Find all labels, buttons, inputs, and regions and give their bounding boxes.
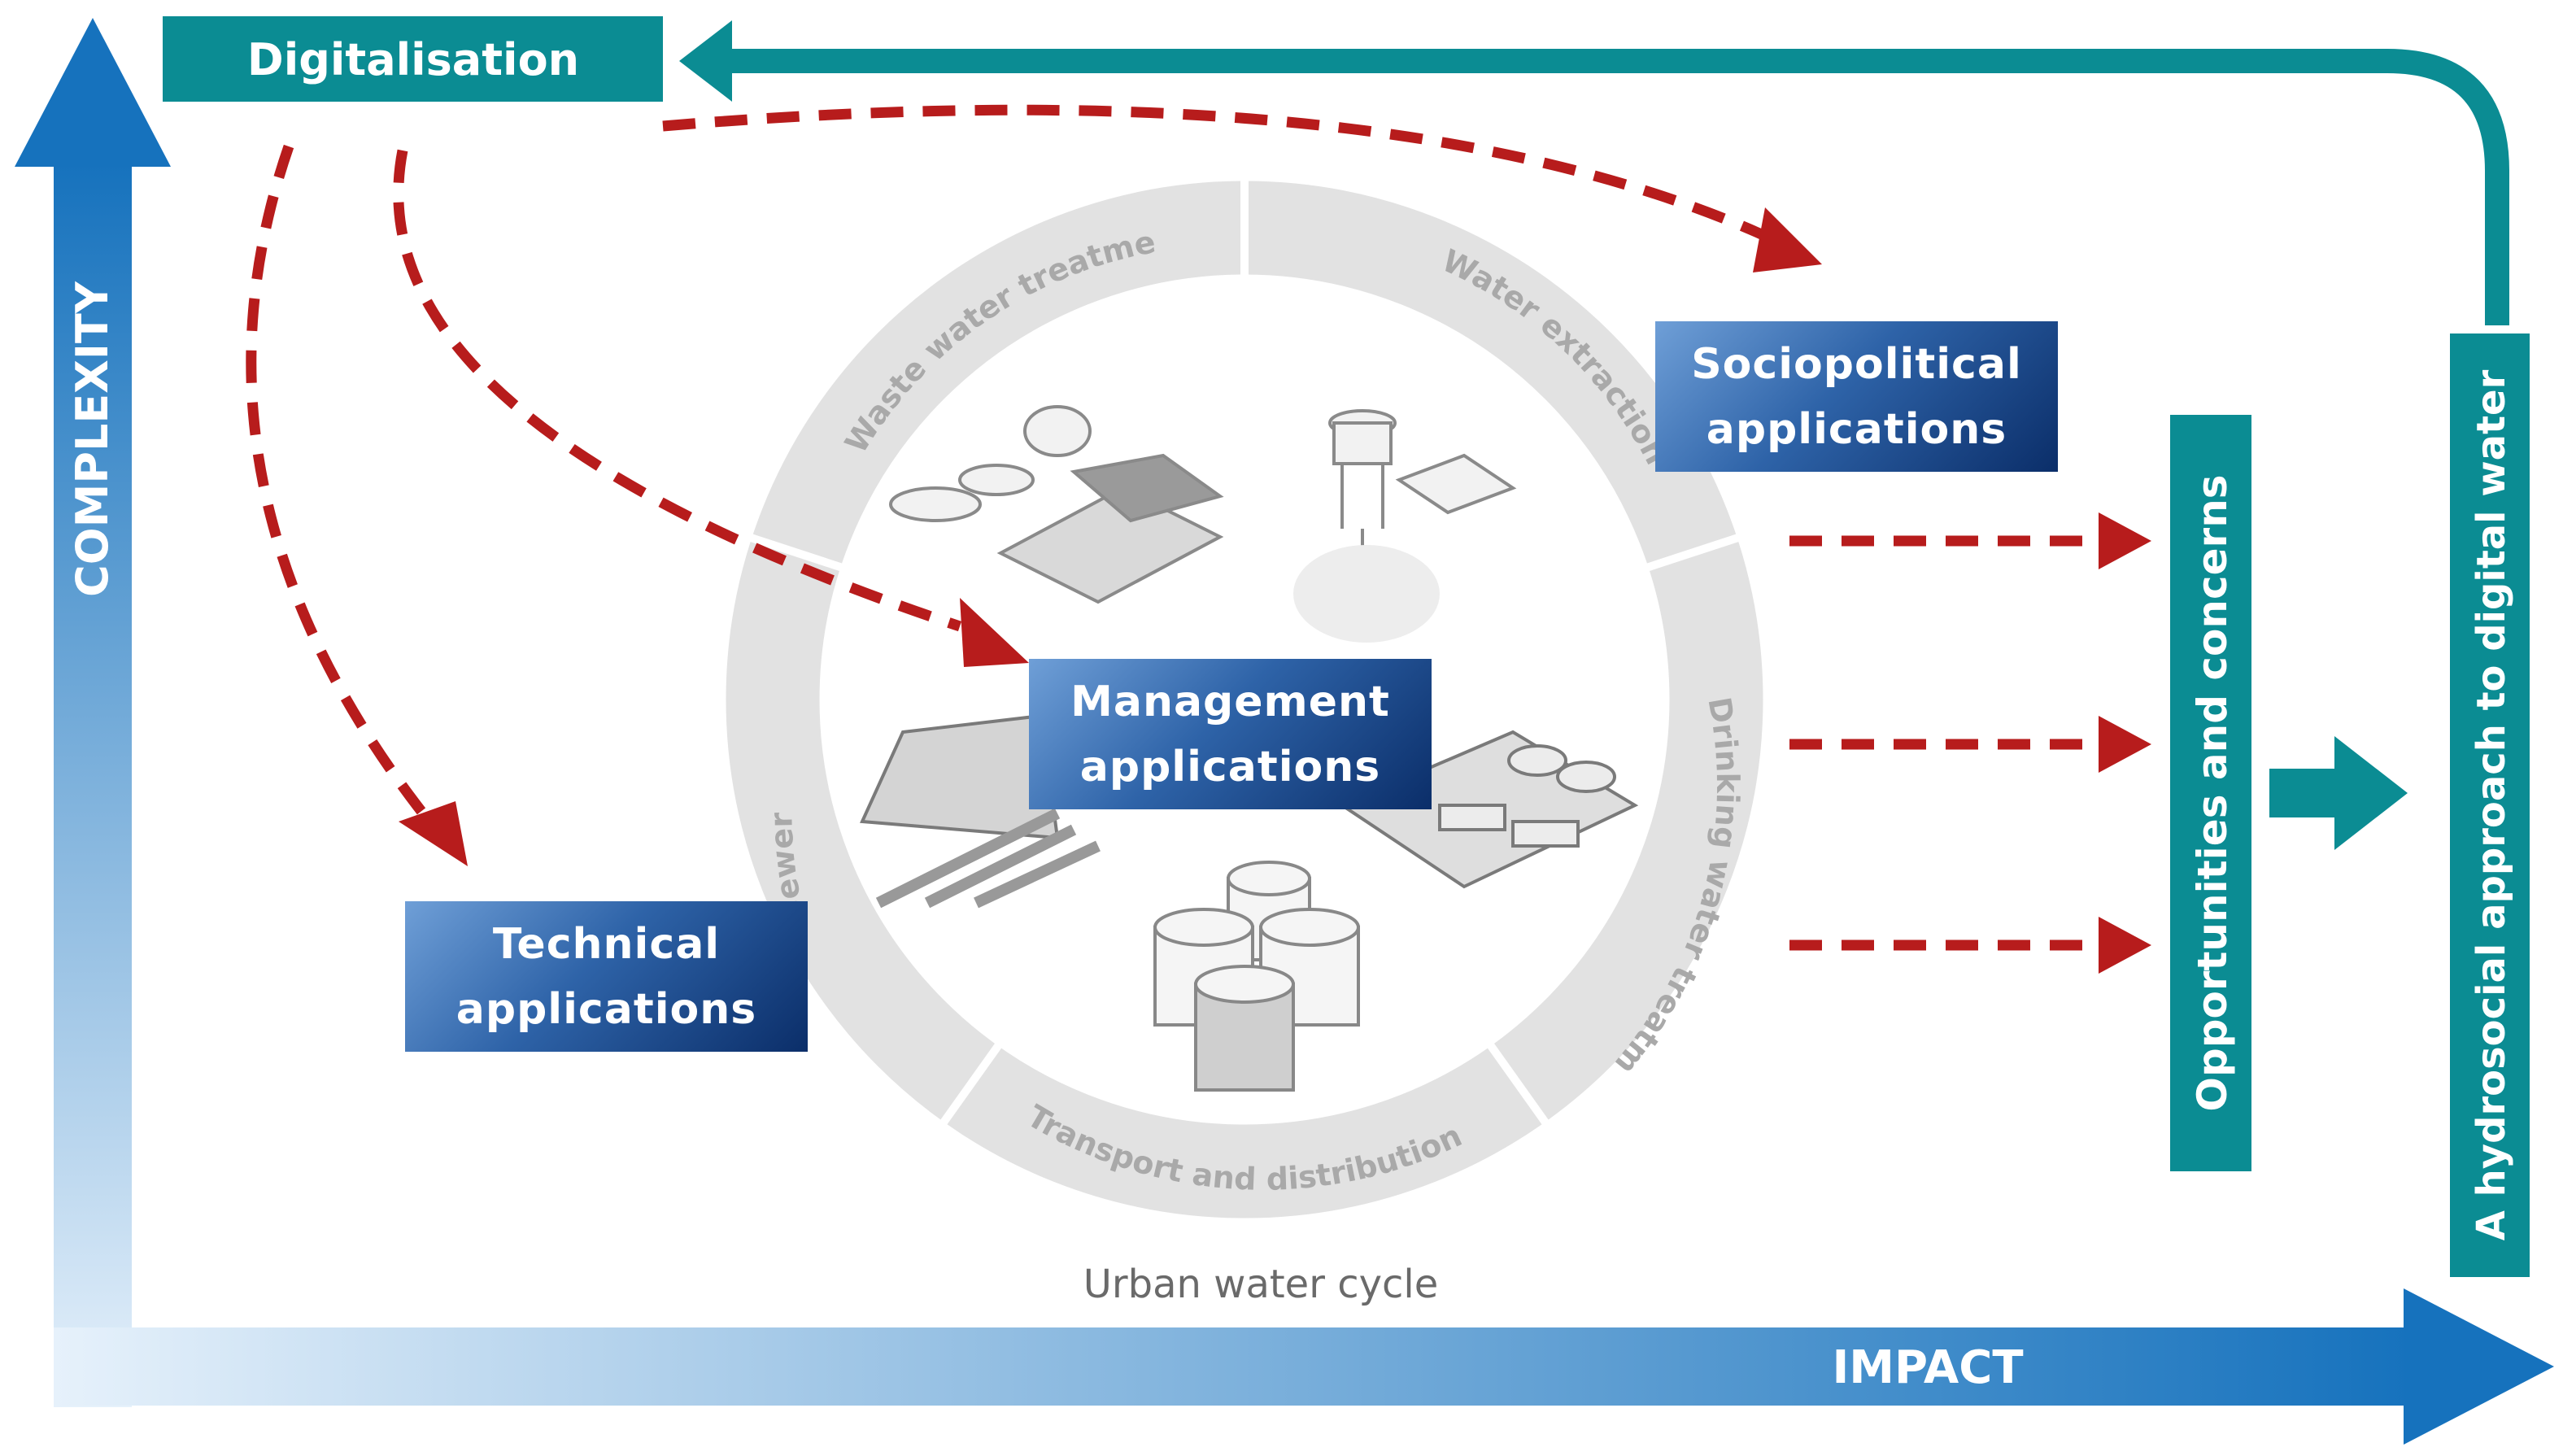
treatment-plant-illustration xyxy=(889,405,1224,604)
digitalisation-box: Digitalisation xyxy=(163,16,663,102)
management-line2: applications xyxy=(1079,742,1381,791)
technical-line2: applications xyxy=(455,984,757,1034)
complexity-axis: COMPLEXITY xyxy=(15,18,171,1407)
sociopolitical-applications-box: Sociopolitical applications xyxy=(1655,321,2058,472)
sewer-plant-illustration xyxy=(860,713,1101,909)
dashed-arrowheads xyxy=(399,207,2151,974)
storage-tanks-illustration xyxy=(1153,861,1360,1092)
urban-water-cycle-caption: Urban water cycle xyxy=(1083,1262,1439,1307)
management-applications-box: Management applications xyxy=(1029,659,1432,809)
sociopolitical-line1: Sociopolitical xyxy=(1691,339,2022,389)
management-line1: Management xyxy=(1070,677,1390,726)
technical-applications-box: Technical applications xyxy=(405,901,808,1052)
drinking-plant-illustration xyxy=(1338,730,1639,889)
sociopolitical-line2: applications xyxy=(1706,404,2007,454)
dashed-arrows xyxy=(246,104,2099,951)
outcome-arrow xyxy=(2269,736,2408,850)
water-tower-illustration xyxy=(1293,409,1517,643)
impact-axis: IMPACT xyxy=(54,1288,2554,1445)
digitalisation-label: Digitalisation xyxy=(247,34,579,85)
opportunities-label: Opportunities and concerns xyxy=(2189,474,2236,1111)
complexity-axis-label: COMPLEXITY xyxy=(67,281,118,597)
opportunities-box: Opportunities and concerns xyxy=(2170,415,2251,1171)
hydrosocial-label: A hydrosocial approach to digital water xyxy=(2469,369,2514,1240)
hydrosocial-box: A hydrosocial approach to digital water xyxy=(2450,333,2530,1277)
impact-axis-label: IMPACT xyxy=(1832,1341,2023,1394)
technical-line1: Technical xyxy=(492,919,721,969)
feedback-arrow xyxy=(679,20,2509,325)
